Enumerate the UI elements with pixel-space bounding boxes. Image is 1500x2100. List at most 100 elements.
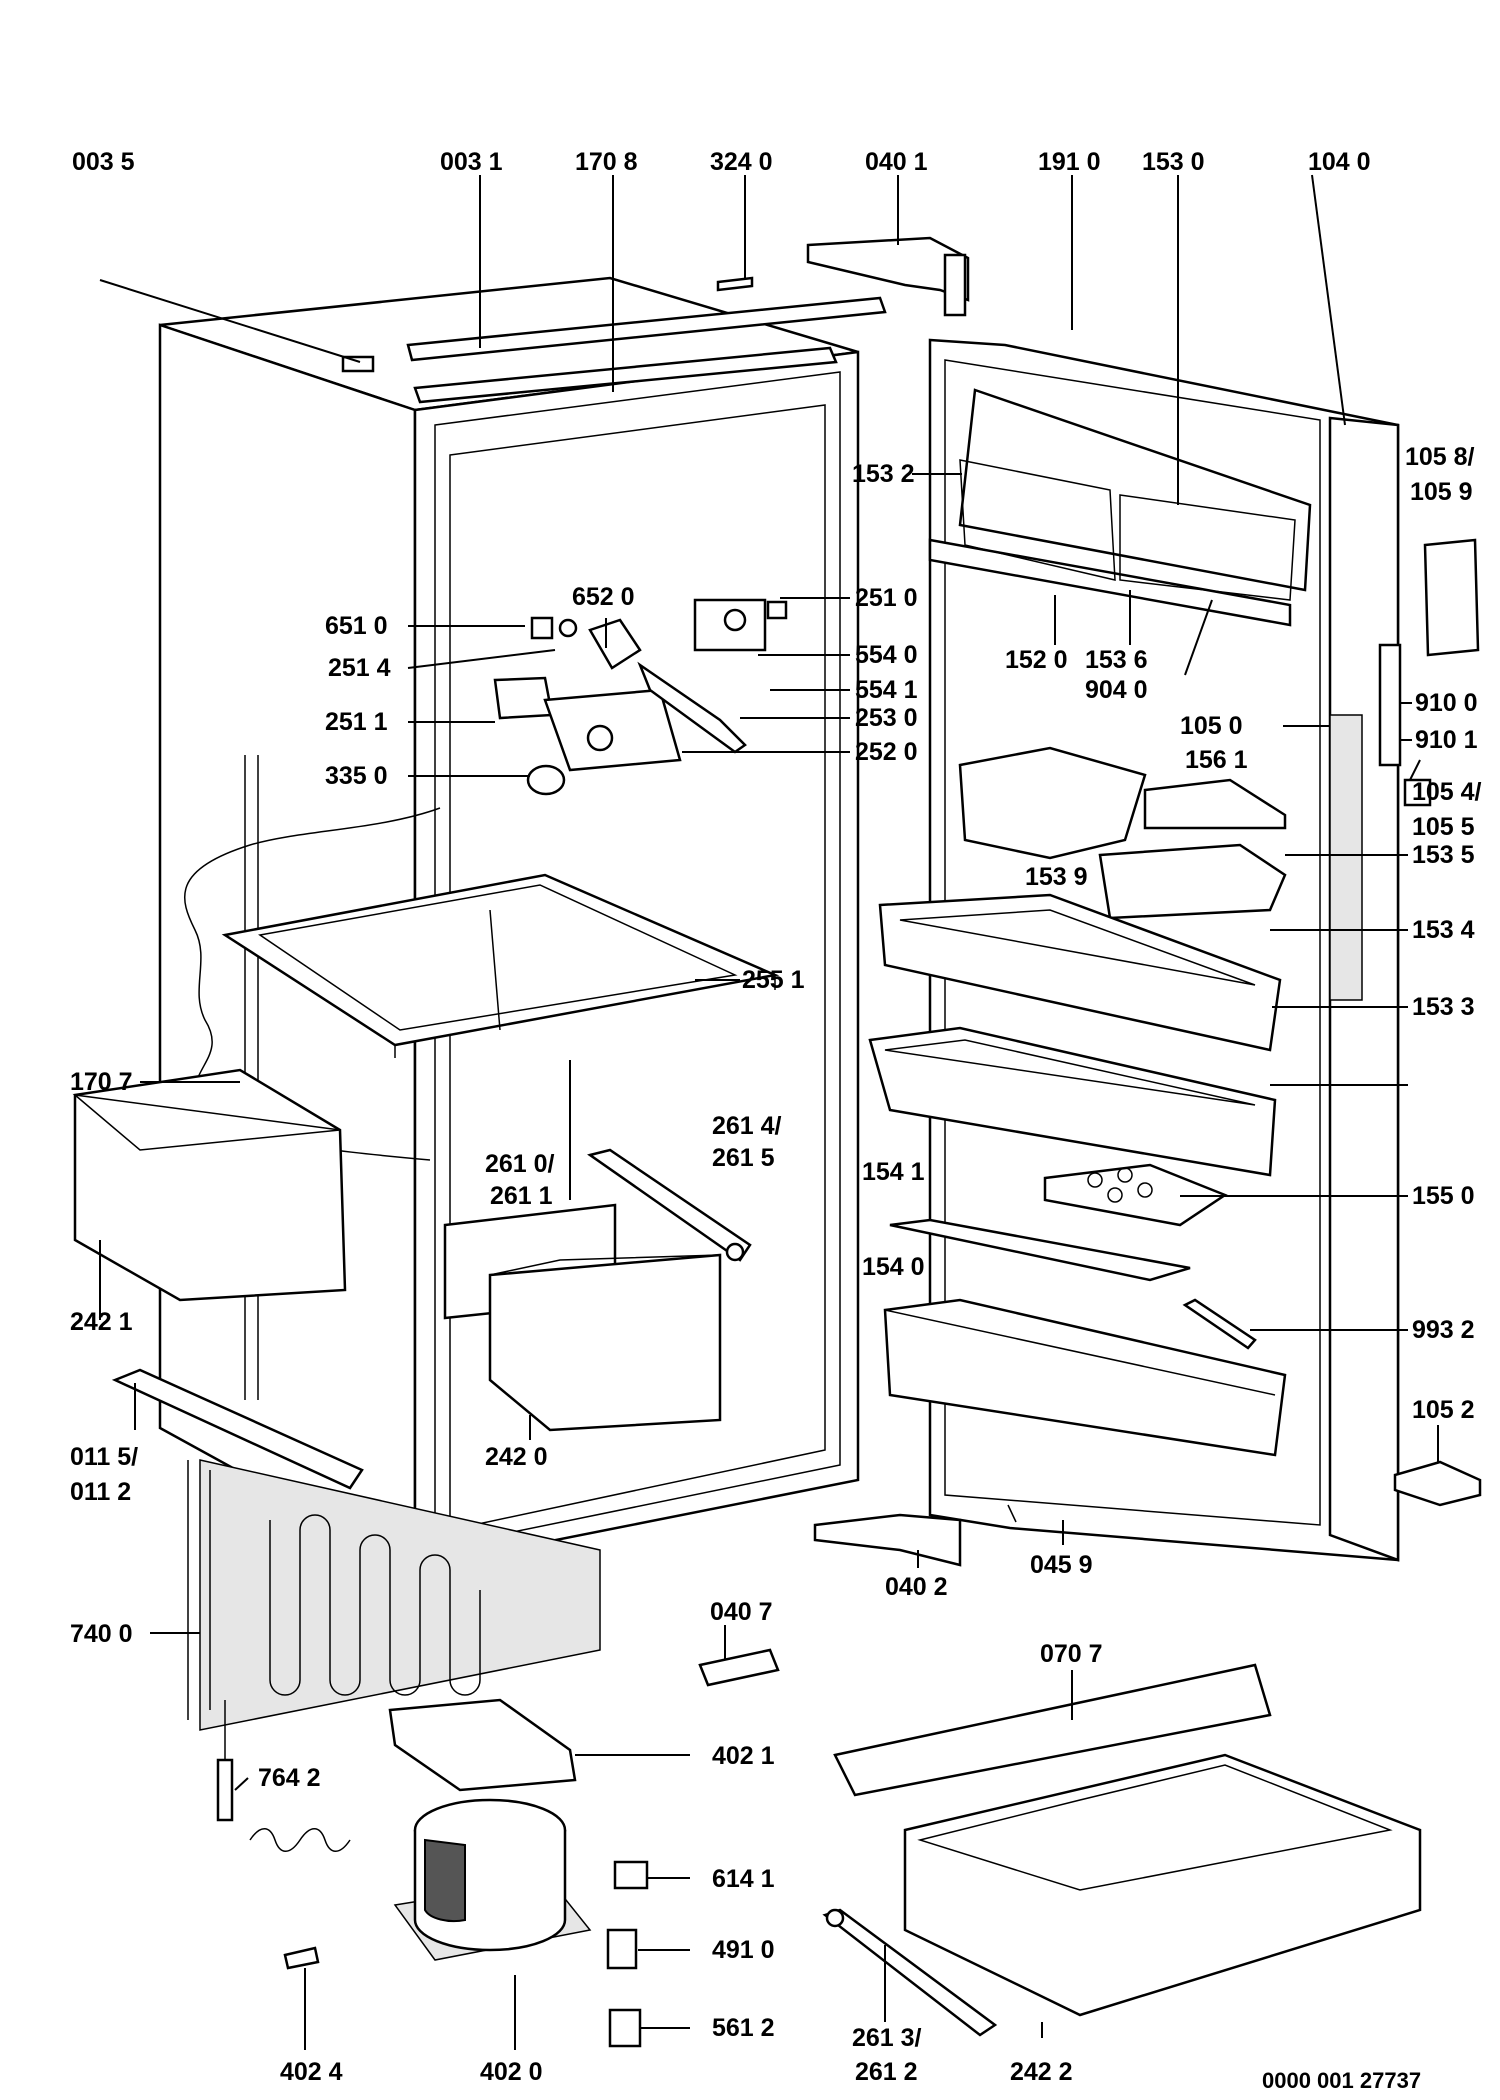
label-104-0: 104 0 [1308,148,1371,176]
clip-402-4 [283,1946,320,1970]
label-105-2: 105 2 [1412,1396,1475,1424]
label-253-0: 253 0 [855,704,918,732]
label-252-0: 252 0 [855,738,918,766]
label-402-4: 402 4 [280,2058,343,2086]
label-105-8: 105 8/ [1405,443,1475,471]
label-764-2: 764 2 [258,1764,321,1792]
label-242-2: 242 2 [1010,2058,1073,2086]
label-040-2: 040 2 [885,1573,948,1601]
label-045-9: 045 9 [1030,1551,1093,1579]
crisper-drawer-242-1 [72,1068,347,1302]
bottom-hinge-105-2 [1393,1460,1482,1507]
door-bin-154-0 [883,1298,1287,1457]
probe-993-2 [1182,1298,1257,1350]
label-191-0: 191 0 [1038,148,1101,176]
clip-105-4 [1403,778,1432,807]
label-011-5: 011 5/ [70,1443,138,1471]
label-402-0: 402 0 [480,2058,543,2086]
compressor-bracket [388,1698,577,1792]
label-910-1: 910 1 [1415,726,1478,754]
label-105-4: 105 4/ [1412,778,1482,806]
bracket-910 [1378,643,1402,767]
butter-dish [1143,778,1287,830]
label-261-2: 261 2 [855,2058,918,2086]
label-153-2: 153 2 [852,460,915,488]
label-105-9: 105 9 [1410,478,1473,506]
bottle-retainer [889,1218,1191,1282]
label-324-0: 324 0 [710,148,773,176]
drawer-runner-261-3 [822,1908,998,2037]
relay-614 [613,1860,649,1890]
label-402-1: 402 1 [712,1742,775,1770]
door-bin-153-4 [878,893,1282,1052]
hinge-cover-105-8 [1423,538,1480,657]
condenser [187,1459,601,1731]
label-154-1: 154 1 [862,1158,925,1186]
label-251-4: 251 4 [328,654,391,682]
label-251-0: 251 0 [855,584,918,612]
label-652-0: 652 0 [572,583,635,611]
control-unit [493,598,788,796]
part-labels: 003 5 003 1 170 8 324 0 040 1 191 0 153 … [70,148,1482,2093]
label-904-0: 904 0 [1085,676,1148,704]
label-070-7: 070 7 [1040,1640,1103,1668]
label-554-1: 554 1 [855,676,918,704]
label-261-1: 261 1 [490,1182,553,1210]
door-bin-153-9 [958,746,1147,860]
label-040-7: 040 7 [710,1598,773,1626]
label-261-3: 261 3/ [852,2024,922,2052]
label-011-2: 011 2 [70,1478,131,1506]
label-261-5: 261 5 [712,1144,775,1172]
label-105-5: 105 5 [1412,813,1475,841]
label-242-0: 242 0 [485,1443,548,1471]
label-153-0: 153 0 [1142,148,1205,176]
label-003-1: 003 1 [440,148,503,176]
label-003-5: 003 5 [72,148,135,176]
overload-491 [606,1928,638,1970]
label-152-0: 152 0 [1005,646,1068,674]
label-153-5: 153 5 [1412,841,1475,869]
label-040-1: 040 1 [865,148,928,176]
top-trim-strip [341,296,887,404]
base-trim-070-7 [833,1663,1272,1797]
drawer-runner [587,1148,752,1262]
label-651-0: 651 0 [325,612,388,640]
label-993-2: 993 2 [1412,1316,1475,1344]
label-170-7: 170 7 [70,1068,133,1096]
compressor [393,1798,592,1961]
document-number: 0000 001 27737 [1262,2068,1421,2093]
label-154-0: 154 0 [862,1253,925,1281]
clip-324 [716,276,754,292]
bracket-040-7 [698,1648,780,1687]
crisper-cover [443,1203,722,1432]
label-153-4: 153 4 [1412,916,1475,944]
label-614-1: 614 1 [712,1865,775,1893]
label-740-0: 740 0 [70,1620,133,1648]
label-554-0: 554 0 [855,641,918,669]
label-251-1: 251 1 [325,708,388,736]
base-rail [111,1368,364,1490]
label-335-0: 335 0 [325,762,388,790]
bottom-hinge-040-2 [813,1513,962,1567]
label-242-1: 242 1 [70,1308,133,1336]
capacitor-561 [608,2008,642,2048]
label-910-0: 910 0 [1415,689,1478,717]
label-153-3: 153 3 [1412,993,1475,1021]
label-261-0: 261 0/ [485,1150,555,1178]
label-491-0: 491 0 [712,1936,775,1964]
glass-shelf [221,873,780,1058]
label-153-9: 153 9 [1025,863,1088,891]
label-105-0: 105 0 [1180,712,1243,740]
capillary-coil [216,1700,351,1852]
top-hinge [806,236,970,317]
label-155-0: 155 0 [1412,1182,1475,1210]
label-153-6: 153 6 [1085,646,1148,674]
label-261-4: 261 4/ [712,1112,782,1140]
door-bin-153-5 [1098,843,1287,920]
label-156-1: 156 1 [1185,746,1248,774]
dairy-compartment [928,388,1312,627]
label-255-1: 255 1 [742,966,805,994]
door-bin-153-3 [868,1026,1277,1177]
drawer-242-2 [903,1753,1422,2017]
